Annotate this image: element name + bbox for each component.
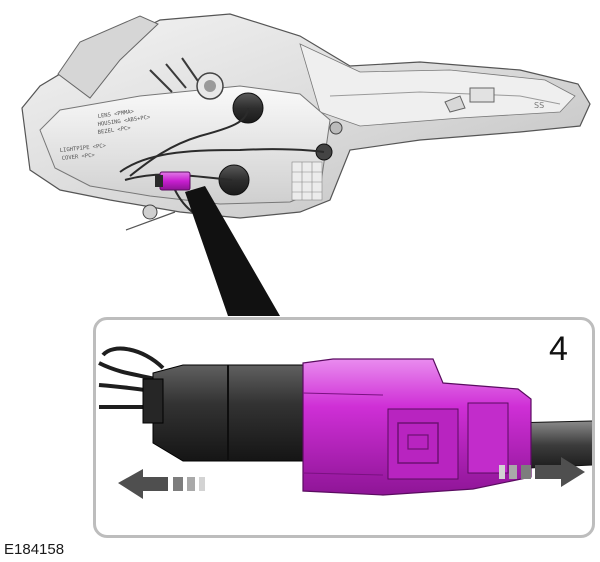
connector-detail-callout: [93, 317, 595, 538]
lamp-label-bezel: BEZEL <PC>: [97, 125, 131, 136]
lamp-label-lens: LENS <PMMA>: [97, 109, 135, 120]
connector-detail-illustration: [98, 346, 592, 499]
lamp-label-lightpipe: LIGHTPIPE <PC>: [60, 143, 107, 154]
lamp-mount-flap: [57, 15, 159, 99]
bulb-socket-lower: [218, 164, 250, 196]
step-number: 4: [549, 330, 568, 368]
connector-highlight: [159, 171, 191, 191]
lamp-label-cover: COVER <PC>: [62, 152, 96, 162]
figure-id: E184158: [4, 541, 65, 558]
callout-leader: [185, 186, 280, 316]
pull-arrow-right-icon: [499, 457, 585, 487]
pull-arrow-left-icon: [118, 469, 205, 499]
connector-latch: [387, 408, 459, 480]
svg-text:SS: SS: [534, 101, 544, 110]
